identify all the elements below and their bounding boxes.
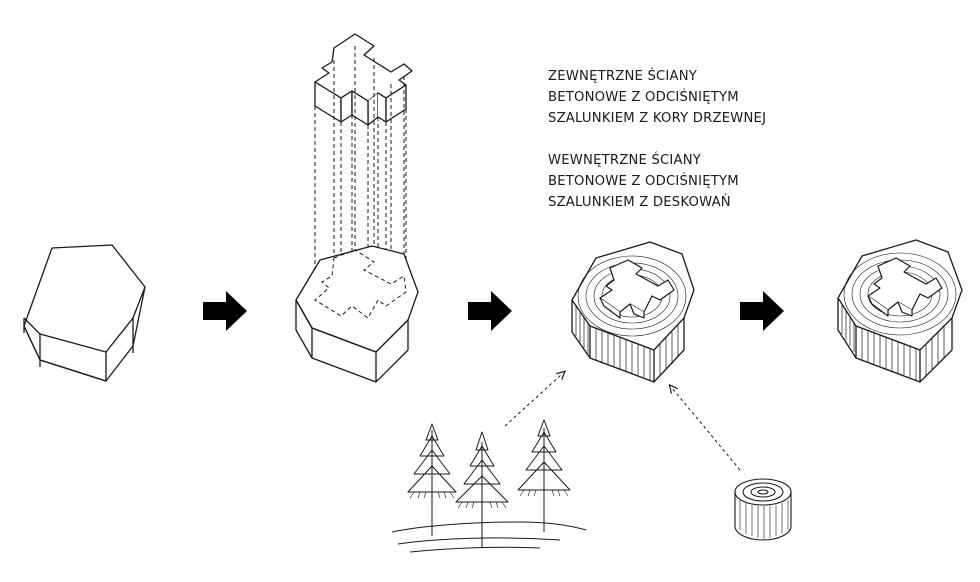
caption-outer-line-3: SZALUNKIEM Z KORY DRZEWNEJ	[548, 111, 767, 126]
forest-icon	[391, 419, 587, 553]
board-source-arrow	[672, 388, 741, 471]
forest-needles	[409, 489, 569, 509]
log-icon	[734, 478, 792, 541]
caption-inner-line-1: WEWNĘTRZNE ŚCIANY	[548, 153, 702, 168]
log-bark	[739, 500, 789, 539]
caption-outer-line-2: BETONOWE Z ODCIŚNIĘTYM	[548, 90, 739, 105]
cross-cutout	[599, 259, 675, 319]
bark-hatching	[575, 306, 679, 380]
caption-outer-walls: ZEWNĘTRZNE ŚCIANY BETONOWE Z ODCIŚNIĘTYM…	[548, 66, 878, 129]
bark-source-arrow	[504, 374, 562, 427]
finished-cross	[867, 257, 943, 317]
cross-footprint	[314, 249, 407, 319]
cross-volume-icon	[314, 33, 413, 126]
caption-inner-line-3: SZALUNKIEM Z DESKOWAŃ	[548, 195, 731, 210]
right-arrow-icon	[203, 291, 247, 331]
caption-inner-walls: WEWNĘTRZNE ŚCIANY BETONOWE Z ODCIŚNIĘTYM…	[548, 150, 878, 213]
caption-inner-line-2: BETONOWE Z ODCIŚNIĘTYM	[548, 174, 739, 189]
finished-hatching	[841, 304, 945, 380]
right-arrow-icon	[468, 291, 512, 331]
caption-outer-line-1: ZEWNĘTRZNE ŚCIANY	[548, 69, 698, 84]
block-with-cutout	[295, 245, 419, 383]
plain-block	[23, 244, 146, 382]
plain-block-edges	[23, 286, 146, 381]
right-arrow-icon	[740, 291, 784, 331]
